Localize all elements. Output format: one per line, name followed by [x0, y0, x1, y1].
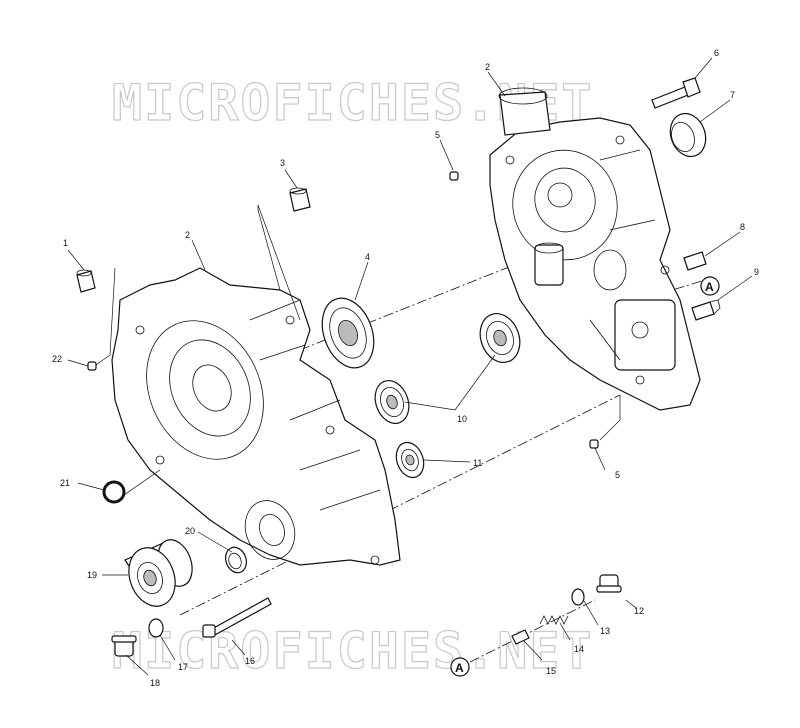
plug-8 [683, 251, 707, 271]
washer-17 [148, 618, 164, 638]
drain-plug-12 [596, 574, 622, 593]
callout-2-right: 2 [485, 62, 490, 72]
leader-lines [67, 57, 753, 676]
nipple-9 [691, 299, 721, 321]
bearing-10a [374, 380, 410, 424]
reference-axis-line [469, 599, 596, 663]
callout-15: 15 [546, 666, 556, 676]
callout-5-lower: 5 [615, 470, 620, 480]
upper-reference-line [639, 279, 706, 301]
callout-22: 22 [52, 354, 62, 364]
drain-plug-18 [111, 635, 137, 657]
spring-14 [539, 615, 569, 625]
callout-17: 17 [178, 662, 188, 672]
callout-3: 3 [280, 158, 285, 168]
callout-21: 21 [60, 478, 70, 488]
callout-numbers: 1 2 2 3 4 5 5 6 7 8 9 10 11 12 13 14 15 … [52, 48, 759, 688]
right-crankcase-half [489, 87, 701, 411]
bolt-6 [651, 77, 701, 109]
callout-5-upper: 5 [435, 130, 440, 140]
plunger-15 [511, 629, 530, 645]
lower-axis-line [179, 394, 621, 616]
dowel-pin-3 [289, 187, 311, 212]
oil-seal-7 [669, 112, 707, 158]
callout-20: 20 [185, 526, 195, 536]
oil-seal-20 [225, 546, 247, 574]
svg-text:A: A [705, 280, 714, 294]
callout-6: 6 [714, 48, 719, 58]
pin-5-upper [449, 171, 459, 181]
bearing-10b [479, 313, 521, 363]
callout-8: 8 [740, 222, 745, 232]
washer-13 [571, 588, 585, 606]
svg-text:A: A [455, 661, 464, 675]
stud-bolt-16 [202, 597, 272, 638]
pin-5-lower [589, 439, 599, 449]
bearing-4 [321, 297, 375, 369]
callout-13: 13 [600, 626, 610, 636]
bearing-11 [395, 441, 425, 479]
callout-2-left: 2 [185, 230, 190, 240]
callout-7: 7 [730, 90, 735, 100]
pin-22 [87, 361, 97, 371]
callout-9: 9 [754, 267, 759, 277]
pulley-19 [124, 539, 193, 607]
callout-10: 10 [457, 414, 467, 424]
callout-16: 16 [245, 656, 255, 666]
cylinder-neck [499, 91, 551, 136]
watermark-bottom: MICROFICHES.NET [112, 622, 594, 680]
callout-12: 12 [634, 606, 644, 616]
callout-18: 18 [150, 678, 160, 688]
o-ring-21 [102, 480, 126, 504]
dowel-pin-1 [76, 269, 96, 293]
reference-marker-lower: A [450, 657, 470, 677]
callout-14: 14 [574, 644, 584, 654]
callout-11: 11 [473, 458, 482, 468]
callout-19: 19 [87, 570, 97, 580]
callout-1: 1 [63, 238, 68, 248]
left-crankcase-half [111, 267, 401, 566]
reference-marker-upper: A [700, 276, 720, 296]
callout-4: 4 [365, 252, 370, 262]
